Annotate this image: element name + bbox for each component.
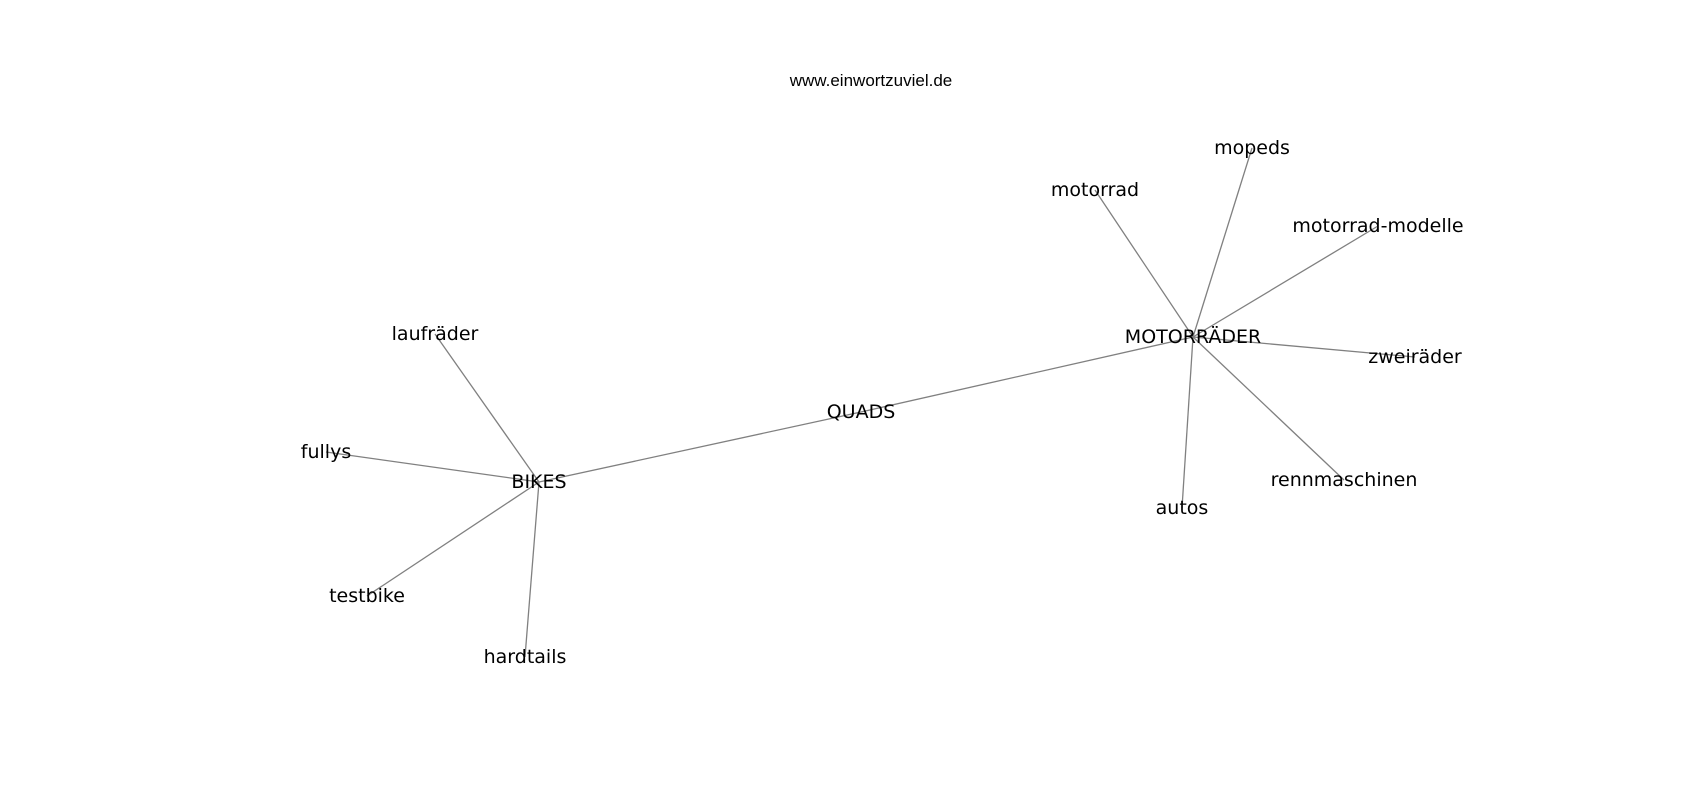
node-label-motorrad: motorrad — [1051, 179, 1139, 201]
edge-motorraeder-mopeds — [1192, 147, 1253, 338]
edge-motorraeder-zweiraeder — [1192, 336, 1416, 358]
node-label-motorrad-modelle: motorrad-modelle — [1292, 215, 1463, 237]
node-label-motorraeder: MOTORRÄDER — [1125, 325, 1261, 348]
edge-bikes-hardtails — [524, 481, 540, 658]
edge-motorraeder-autos — [1181, 336, 1194, 509]
edge-motorraeder-motorrad-modelle — [1192, 225, 1379, 338]
edge-bikes-laufraeder — [434, 333, 540, 483]
node-label-fullys: fullys — [301, 441, 351, 463]
node-label-testbike: testbike — [329, 585, 405, 607]
edge-quads-motorraeder — [860, 336, 1194, 413]
edge-motorraeder-rennmaschinen — [1192, 336, 1345, 481]
node-label-rennmaschinen: rennmaschinen — [1271, 469, 1418, 491]
page-title: www.einwortzuviel.de — [789, 71, 953, 90]
node-label-quads: QUADS — [827, 401, 896, 423]
node-label-mopeds: mopeds — [1214, 137, 1290, 159]
node-label-autos: autos — [1156, 497, 1209, 519]
node-label-hardtails: hardtails — [484, 646, 567, 668]
node-label-laufraeder: laufräder — [392, 323, 479, 345]
edge-motorraeder-motorrad — [1094, 189, 1194, 338]
edge-bikes-testbike — [366, 481, 540, 597]
node-label-zweiraeder: zweiräder — [1368, 346, 1462, 368]
node-label-group: QUADS BIKES MOTORRÄDER laufräder fullys testb… — [301, 137, 1464, 668]
edge-group — [325, 147, 1416, 658]
edge-bikes-quads — [538, 411, 862, 483]
node-label-bikes: BIKES — [511, 471, 566, 493]
edge-bikes-fullys — [325, 451, 540, 483]
